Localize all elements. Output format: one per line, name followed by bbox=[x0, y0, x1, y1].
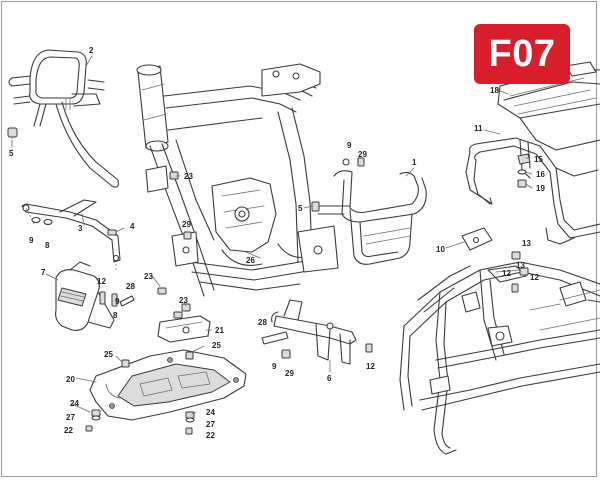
washer-icon bbox=[517, 153, 531, 188]
fastener-icon bbox=[511, 251, 529, 293]
callout-18: 18 bbox=[490, 86, 499, 95]
callout-9: 9 bbox=[29, 236, 34, 245]
callout-23: 23 bbox=[144, 272, 153, 281]
rear-subframe bbox=[399, 227, 600, 455]
callout-1: 1 bbox=[412, 158, 417, 167]
callout-25: 25 bbox=[104, 350, 113, 359]
callout-9: 9 bbox=[272, 362, 277, 371]
callout-29: 29 bbox=[182, 220, 191, 229]
rear-luggage-rack bbox=[465, 61, 600, 245]
lower-crossbar bbox=[271, 299, 357, 365]
callout-22: 22 bbox=[64, 426, 73, 435]
left-mounting-bracket bbox=[21, 199, 121, 270]
callout-5: 5 bbox=[9, 149, 14, 158]
callout-27: 27 bbox=[66, 413, 75, 422]
skid-plate-bracket bbox=[157, 303, 211, 343]
fastener-icon bbox=[99, 291, 135, 307]
callout-21: 21 bbox=[215, 326, 224, 335]
figure-code-badge: F07 bbox=[474, 24, 570, 84]
callout-4: 4 bbox=[130, 222, 135, 231]
callout-11: 11 bbox=[474, 124, 483, 133]
callout-7: 7 bbox=[41, 268, 46, 277]
callout-9: 9 bbox=[347, 141, 352, 150]
callout-10: 10 bbox=[436, 245, 445, 254]
right-crash-bar bbox=[317, 170, 427, 265]
washer-icon bbox=[31, 216, 117, 236]
callout-8: 8 bbox=[113, 311, 118, 320]
callout-27: 27 bbox=[206, 420, 215, 429]
bolt-icon bbox=[85, 351, 195, 435]
callout-16: 16 bbox=[536, 170, 545, 179]
fastener-icon bbox=[261, 322, 373, 359]
left-footpeg-bracket bbox=[55, 261, 115, 331]
callout-20: 20 bbox=[66, 375, 75, 384]
callout-8: 8 bbox=[45, 241, 50, 250]
callout-15: 15 bbox=[534, 155, 543, 164]
callout-23: 23 bbox=[179, 296, 188, 305]
callout-12: 12 bbox=[366, 362, 375, 371]
callout-19: 19 bbox=[536, 184, 545, 193]
callout-numbers: 1 2 3 4 5 5 6 7 8 8 9 9 9 9 10 11 12 12 … bbox=[9, 46, 545, 440]
callout-29: 29 bbox=[285, 369, 294, 378]
callout-12: 12 bbox=[502, 269, 511, 278]
callout-29: 29 bbox=[358, 150, 367, 159]
callout-2: 2 bbox=[89, 46, 94, 55]
callout-28: 28 bbox=[258, 318, 267, 327]
main-frame bbox=[136, 63, 339, 297]
callout-3: 3 bbox=[78, 224, 83, 233]
skid-plate bbox=[89, 349, 247, 421]
callout-28: 28 bbox=[126, 282, 135, 291]
callout-13: 13 bbox=[516, 261, 525, 270]
callout-leaders bbox=[11, 55, 533, 415]
callout-26: 26 bbox=[246, 256, 255, 265]
callout-24: 24 bbox=[206, 408, 215, 417]
callout-25: 25 bbox=[212, 341, 221, 350]
callout-13: 13 bbox=[522, 239, 531, 248]
fastener-icon bbox=[311, 157, 365, 212]
nut-icon bbox=[157, 171, 192, 319]
callout-12: 12 bbox=[97, 277, 106, 286]
callout-5: 5 bbox=[298, 204, 303, 213]
callout-23: 23 bbox=[184, 172, 193, 181]
callout-22: 22 bbox=[206, 431, 215, 440]
callout-9: 9 bbox=[115, 297, 120, 306]
left-crash-bar bbox=[8, 49, 119, 188]
figure-code-label: F07 bbox=[488, 32, 556, 75]
bolt-icon bbox=[7, 127, 18, 150]
callout-12: 12 bbox=[530, 273, 539, 282]
callout-24: 24 bbox=[70, 399, 79, 408]
callout-6: 6 bbox=[327, 374, 332, 383]
